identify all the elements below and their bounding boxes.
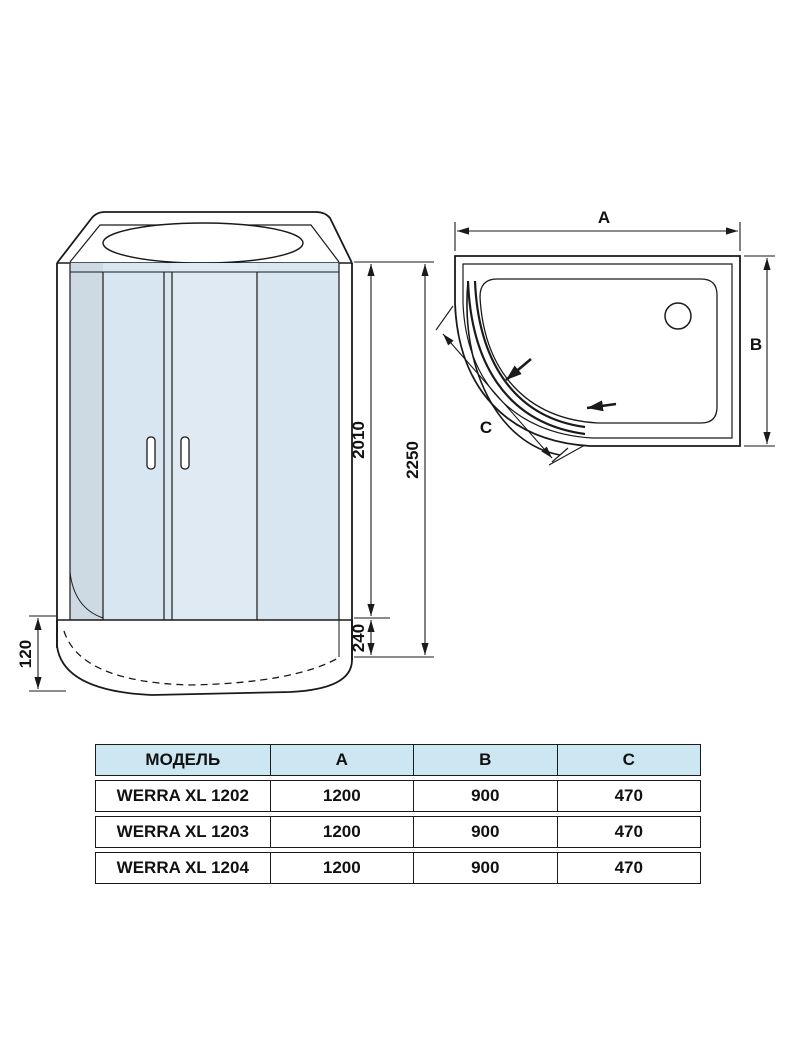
table-row: WERRA XL 1203 1200 900 470 [95, 816, 701, 848]
model-cell: WERRA XL 1202 [95, 780, 271, 812]
model-cell: WERRA XL 1204 [95, 852, 271, 884]
value-a-cell: 1200 [270, 816, 415, 848]
technical-drawing: 2010 240 2250 120 [16, 208, 775, 696]
glass-panels [70, 263, 339, 620]
roof-dome-ellipse [102, 222, 304, 264]
value-a-cell: 1200 [270, 780, 415, 812]
ext-c-bottom [548, 444, 586, 466]
table-row: WERRA XL 1202 1200 900 470 [95, 780, 701, 812]
top-view: A B C [435, 208, 775, 466]
dim-label-2250: 2250 [403, 441, 422, 479]
dim-label-240: 240 [349, 624, 368, 652]
table-header-row: МОДЕЛЬ A B C [95, 744, 701, 776]
ext-c-top [435, 305, 454, 331]
model-cell: WERRA XL 1203 [95, 816, 271, 848]
glass-shade [70, 263, 103, 620]
col-header-c: C [557, 744, 701, 776]
door-end-tick [551, 447, 569, 463]
col-header-b: B [414, 744, 558, 776]
spec-table: МОДЕЛЬ A B C WERRA XL 1202 1200 900 470 … [95, 740, 701, 888]
col-header-a: A [270, 744, 415, 776]
table-row: WERRA XL 1204 1200 900 470 [95, 852, 701, 884]
dim-label-c: C [480, 418, 492, 437]
value-b-cell: 900 [414, 780, 558, 812]
dim-label-2010: 2010 [349, 421, 368, 459]
dim-line-c [442, 333, 553, 459]
front-dimensions: 2010 240 2250 120 [16, 261, 434, 692]
value-c-cell: 470 [557, 780, 701, 812]
tray [56, 619, 353, 696]
dim-label-a: A [598, 208, 610, 227]
drain-circle [664, 302, 692, 330]
front-view: 2010 240 2250 120 [16, 211, 434, 696]
door-handle-right [180, 436, 190, 470]
door-direction-arrow-2 [586, 400, 617, 412]
topview-dimensions: A B C [435, 208, 775, 466]
roof [56, 211, 353, 264]
tray-outline [56, 620, 353, 696]
col-header-model: МОДЕЛЬ [95, 744, 271, 776]
value-b-cell: 900 [414, 852, 558, 884]
tray-rim-dashed [63, 630, 341, 686]
glass-body [56, 263, 353, 660]
value-a-cell: 1200 [270, 852, 415, 884]
value-c-cell: 470 [557, 816, 701, 848]
dim-label-120: 120 [16, 640, 35, 668]
value-c-cell: 470 [557, 852, 701, 884]
door-handle-left [146, 436, 156, 470]
dim-label-b: B [750, 335, 762, 354]
value-b-cell: 900 [414, 816, 558, 848]
corner-glass-curve [69, 571, 104, 619]
